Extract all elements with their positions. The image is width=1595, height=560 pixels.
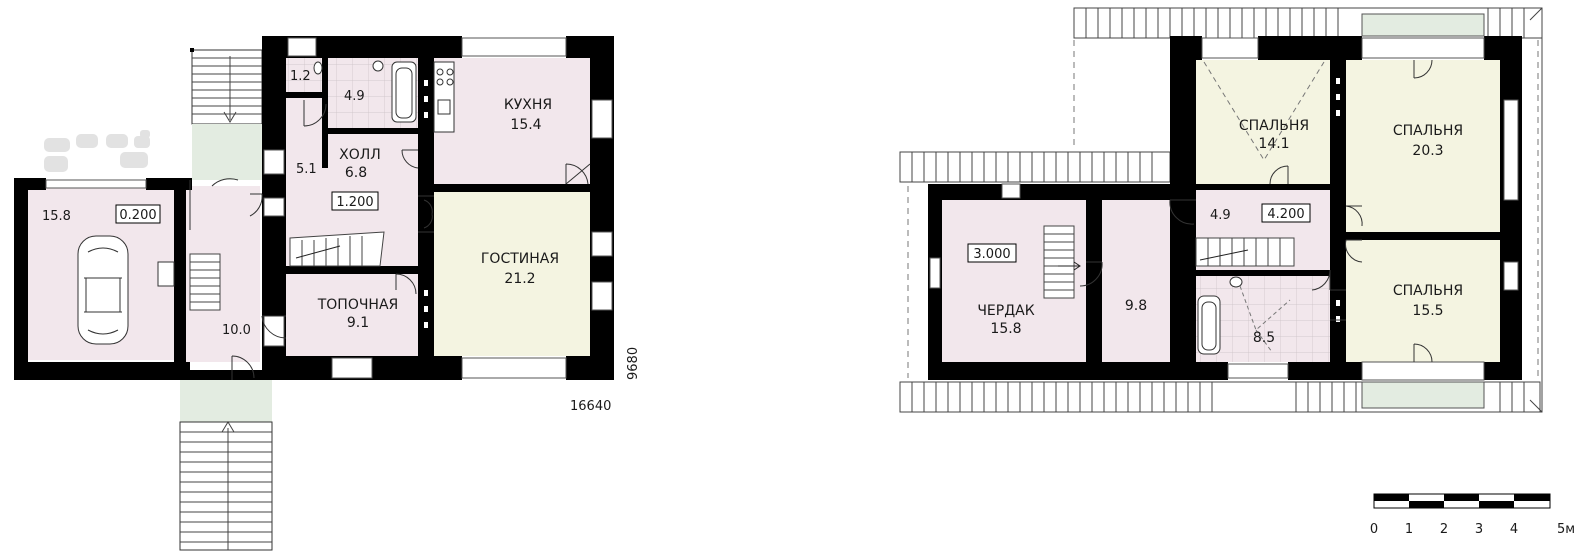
upper-floor-labels: 3.000 ЧЕРДАК 15.8 9.8 4.9 4.200 8.5 СПАЛ… (967, 118, 1463, 346)
landing-level-box (1261, 203, 1311, 223)
depth-dimension: 9680 (626, 347, 641, 380)
paving-stones (44, 130, 150, 172)
attic-area: 15.8 (990, 321, 1021, 337)
kitchen-area: 15.4 (510, 117, 541, 133)
scale-tick-1: 1 (1405, 522, 1413, 537)
bedroom-mid-name: СПАЛЬНЯ (1393, 283, 1463, 299)
scale-labels: 0 1 2 3 4 5м (1370, 522, 1575, 537)
scale-tick-2: 2 (1440, 522, 1448, 537)
ground-floor-labels: 15.8 0.200 1.2 4.9 КУХНЯ 15.4 5.1 ХОЛЛ 6… (42, 69, 641, 414)
interior-stairs (189, 231, 385, 311)
living-area: 21.2 (504, 271, 535, 287)
landing-level: 4.200 (1267, 207, 1304, 222)
attic-level: 3.000 (973, 247, 1010, 262)
scale-tick-0: 0 (1370, 522, 1378, 537)
car-icon (77, 235, 129, 345)
bedroom-large-name: СПАЛЬНЯ (1393, 123, 1463, 139)
upper-bath-area: 8.5 (1253, 330, 1275, 346)
plumbing-fixtures (313, 60, 455, 133)
upper-entrance-stairs (190, 48, 263, 180)
landing-area: 4.9 (1210, 208, 1231, 223)
upper-interior-stairs (1043, 225, 1295, 299)
living-name: ГОСТИНАЯ (481, 251, 559, 267)
bedroom-large-area: 20.3 (1412, 143, 1443, 159)
scale-bar: 0 1 2 3 4 5м (1370, 493, 1575, 537)
hall-level-box (331, 191, 379, 211)
hall-name: ХОЛЛ (339, 147, 381, 163)
upper-bath-fixtures (1197, 276, 1291, 355)
storage-area: 9.8 (1125, 298, 1147, 314)
boiler-name: ТОПОЧНАЯ (317, 297, 399, 313)
ground-floor-plan: 15.8 0.200 1.2 4.9 КУХНЯ 15.4 5.1 ХОЛЛ 6… (14, 36, 641, 551)
bath-area: 4.9 (344, 89, 365, 104)
width-dimension: 16640 (570, 399, 611, 414)
ground-floor-doors (157, 100, 591, 380)
hall-area: 6.8 (345, 165, 367, 181)
scale-tick-3: 3 (1475, 522, 1483, 537)
kitchen-name: КУХНЯ (504, 97, 552, 113)
upper-floor-plan: 3.000 ЧЕРДАК 15.8 9.8 4.9 4.200 8.5 СПАЛ… (899, 7, 1543, 413)
bedroom-small-area: 14.1 (1258, 136, 1289, 152)
front-entrance-stairs (179, 378, 273, 551)
upper-floor-walls (928, 36, 1522, 380)
hall-level: 1.200 (336, 195, 373, 210)
attic-name: ЧЕРДАК (977, 303, 1034, 319)
upper-floor-windows (929, 13, 1519, 409)
roof-outline (899, 7, 1543, 413)
upper-floor-doors (1079, 59, 1433, 363)
garage-level-box (115, 204, 161, 224)
garage-area: 15.8 (42, 209, 71, 224)
scale-tick-4: 4 (1510, 522, 1518, 537)
attic-level-box (967, 243, 1017, 263)
ground-floor-windows (45, 37, 613, 379)
corridor-area: 5.1 (296, 162, 317, 177)
bedroom-mid-area: 15.5 (1412, 303, 1443, 319)
vestibule-area: 10.0 (222, 323, 251, 338)
boiler-area: 9.1 (347, 315, 369, 331)
scale-tick-5: 5м (1557, 522, 1575, 537)
garage-level: 0.200 (119, 208, 156, 223)
bedroom-small-name: СПАЛЬНЯ (1239, 118, 1309, 134)
wc-area: 1.2 (290, 69, 311, 84)
